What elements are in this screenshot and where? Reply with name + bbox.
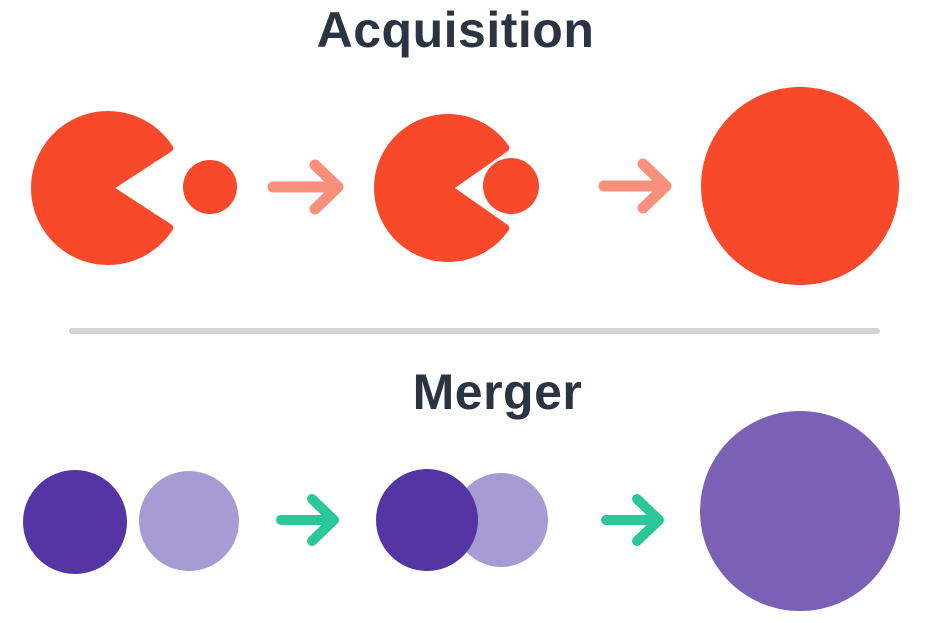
merger-stage-2 xyxy=(376,469,548,571)
section-divider xyxy=(69,328,880,334)
merger-arrow-1-icon xyxy=(276,494,339,546)
merger-arrow-2-icon xyxy=(601,494,664,546)
merged-company-circle-icon xyxy=(700,411,900,611)
target-circle-in-mouth-icon xyxy=(483,158,539,214)
merger-light-circle-icon xyxy=(139,471,239,571)
target-circle-icon xyxy=(183,160,237,214)
acquisition-arrow-2-icon xyxy=(598,158,672,214)
merger-stage-1 xyxy=(23,470,239,574)
merger-dark-circle-icon xyxy=(23,470,127,574)
merger-light-circle-overlap-icon xyxy=(454,473,548,567)
pacman-acquirer-icon xyxy=(31,111,174,265)
pacman-absorbing-icon xyxy=(374,114,510,262)
acquisition-stage-2 xyxy=(374,114,539,262)
combined-company-circle-icon xyxy=(701,87,899,285)
merger-dark-circle-overlap-icon xyxy=(376,469,478,571)
acquisition-stage-1 xyxy=(31,111,237,265)
acquisition-arrow-1-icon xyxy=(267,159,344,215)
